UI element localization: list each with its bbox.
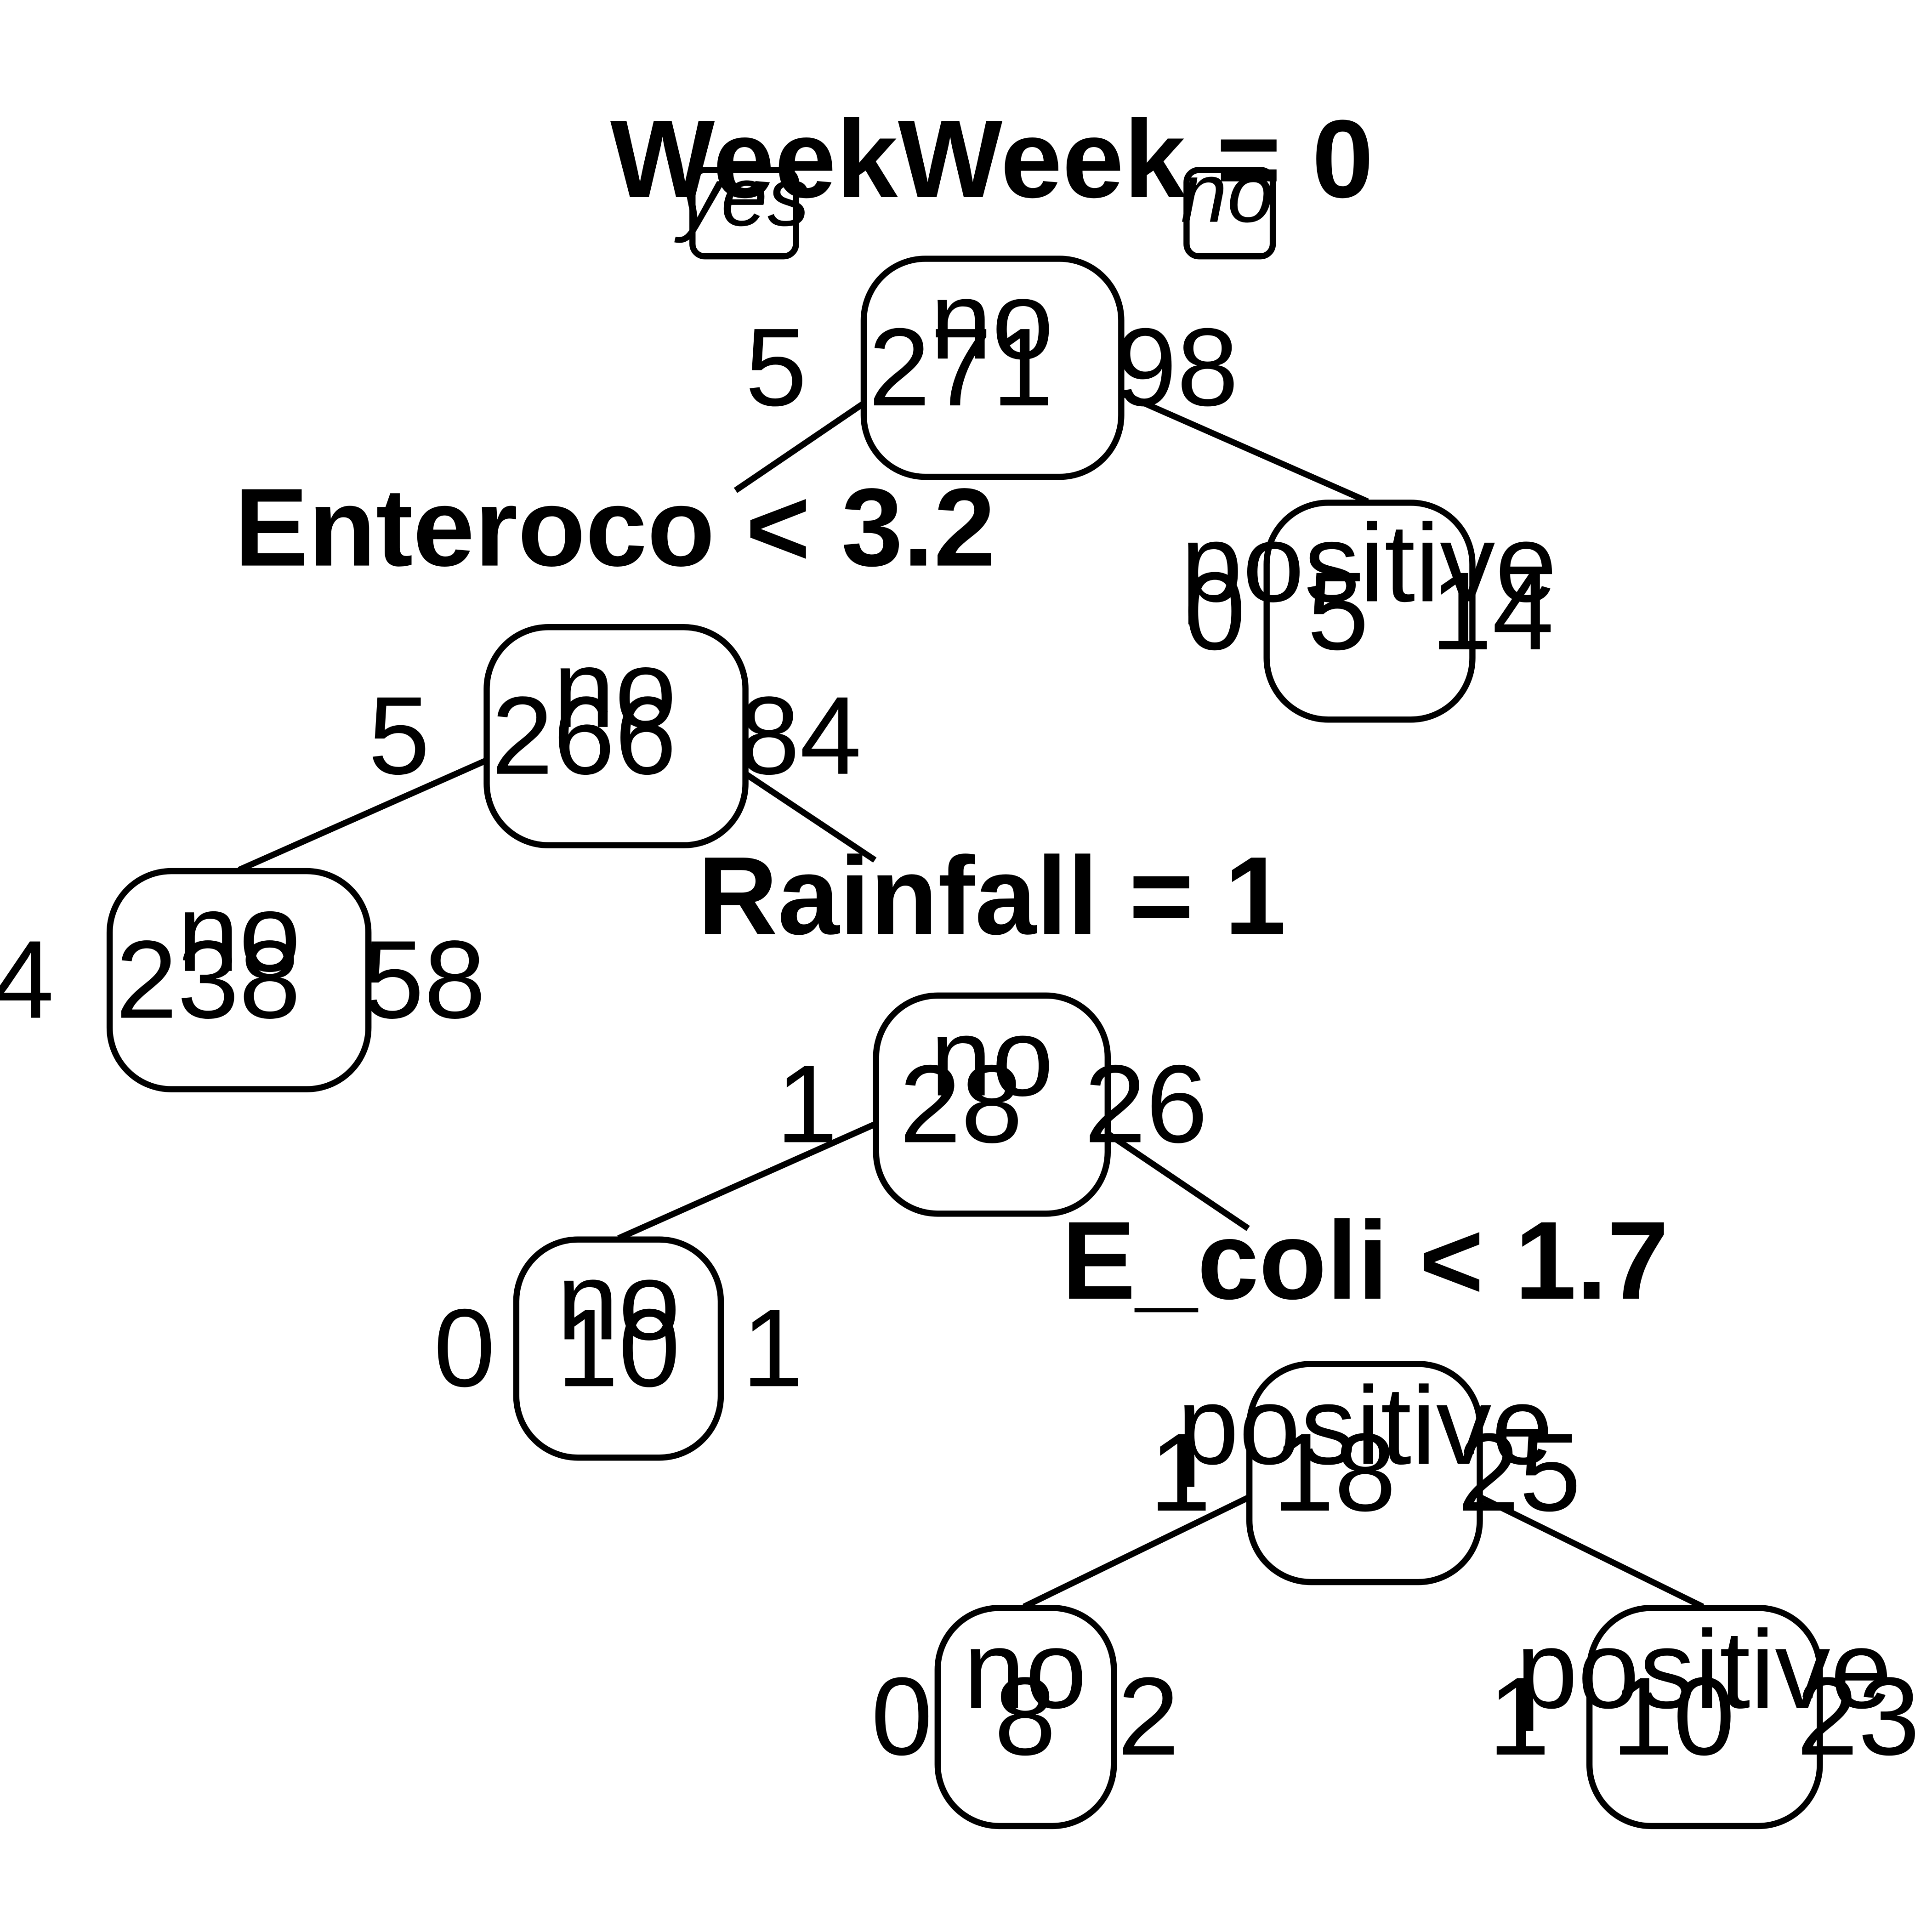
legend-no-label: no [1181,146,1274,240]
node-n22: no 0 8 2 [871,1605,1179,1830]
node-root-counts: 5 271 98 [745,306,1239,429]
node-root: no 5 271 98 [745,256,1239,480]
node-n5: no 1 28 26 [776,992,1208,1217]
edge-n11-to-n22 [1023,1494,1251,1610]
node-n2: no 5 266 84 [368,624,862,848]
node-root-class: no [930,259,1053,382]
node-n3: positive 0 5 14 [1181,500,1557,723]
node-n23: positive 1 10 23 [1488,1605,1920,1830]
node-n22-class: no [963,1608,1086,1732]
legend-no-box [1183,167,1276,260]
node-n4: no 4 238 58 [0,868,486,1092]
node-n10-box [513,1236,724,1461]
legend-yes: yes [674,150,810,260]
node-n5-class: no [930,996,1053,1119]
node-n23-box [1586,1605,1823,1830]
node-n11: positive 1 18 25 [1149,1361,1581,1585]
node-n22-counts: 0 8 2 [871,1655,1179,1779]
split-label-ecoli: E_coli < 1.7 [1062,1199,1669,1323]
node-n3-counts: 0 5 14 [1184,550,1554,673]
node-n11-class: positive [1177,1364,1553,1488]
legend-yes-label: yes [674,150,810,244]
legend-yes-box [689,167,799,260]
split-label-rainfall: Rainfall = 1 [698,834,1286,958]
edge-n11-to-n23 [1478,1494,1705,1610]
node-n23-class: positive [1516,1608,1892,1732]
node-n2-class: no [553,627,676,751]
legend-no: no [1181,146,1276,260]
edge-n2-to-n4 [238,757,488,873]
node-n2-counts: 5 266 84 [368,674,861,798]
node-n3-class: positive [1181,501,1557,625]
node-n5-counts: 1 28 26 [776,1042,1208,1166]
edge-n5-to-n10 [617,1121,878,1241]
node-n3-box [1263,500,1476,723]
node-n4-class: no [177,871,301,995]
node-n4-box [106,868,372,1092]
edge-n5-to-ecoli [1106,1131,1250,1231]
node-root-box [860,256,1125,480]
edge-n2-to-rainfall [744,771,877,863]
node-n11-box [1246,1361,1483,1585]
node-n10-counts: 0 10 1 [433,1286,803,1410]
node-n2-box [483,624,749,848]
node-n22-box [934,1605,1117,1830]
node-n10: no 0 10 1 [433,1236,803,1461]
split-label-enteroco: Enteroco < 3.2 [234,466,995,590]
node-n23-counts: 1 10 23 [1488,1655,1920,1779]
edge-root-to-enteroco [733,401,864,493]
node-n5-box [873,992,1111,1217]
tree-edges [238,390,1705,1610]
node-n10-class: no [557,1239,680,1363]
node-n4-counts: 4 238 58 [0,918,486,1042]
split-label-root: WeekWeek = 0 [610,97,1374,221]
node-n11-counts: 1 18 25 [1149,1411,1581,1534]
edge-root-to-n3 [1120,390,1369,505]
